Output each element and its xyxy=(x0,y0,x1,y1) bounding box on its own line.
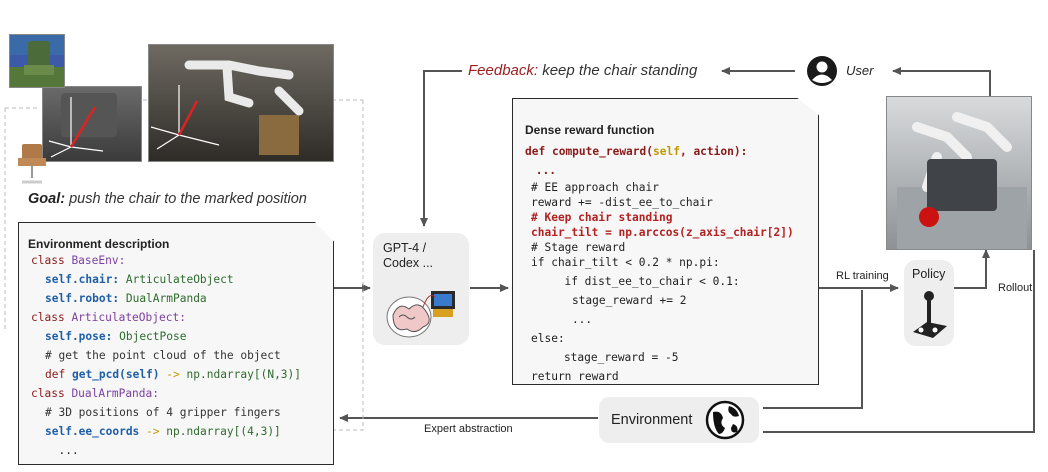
code-line: stage_reward += 2 xyxy=(545,294,687,307)
rollout-to-user-arrow xyxy=(892,67,991,96)
policy-label: Policy xyxy=(912,267,946,281)
code-line: ... xyxy=(45,444,79,457)
llm-label-line2: Codex ... xyxy=(383,256,434,270)
user-icon xyxy=(807,56,837,86)
axes-diagram xyxy=(48,93,117,158)
chair-icon xyxy=(18,144,46,184)
rl-training-label: RL training xyxy=(836,270,889,282)
llm-label-line1: GPT-4 / xyxy=(383,241,427,255)
rollout-scene-image xyxy=(886,96,1032,250)
env-description-box: Environment description class BaseEnv: s… xyxy=(18,222,334,465)
llm-box: GPT-4 / Codex ... xyxy=(373,233,469,345)
code-line: if chair_tilt < 0.2 * np.pi: xyxy=(531,256,720,269)
environment-label: Environment xyxy=(611,412,693,428)
policy-to-rollout-arrow xyxy=(953,249,990,289)
joystick-icon xyxy=(913,291,947,338)
rollout-label: Rollout xyxy=(998,282,1033,294)
goal-description: push the chair to the marked position xyxy=(69,191,307,207)
globe-icon xyxy=(705,400,745,440)
code-line: # EE approach chair xyxy=(531,181,659,194)
code-line: self.chair: ArticulateObject xyxy=(45,273,234,286)
policy-box: Policy xyxy=(904,260,954,346)
code-line: # get the point cloud of the object xyxy=(45,349,281,362)
code-line: else: xyxy=(531,332,565,345)
code-line: ... xyxy=(545,313,593,326)
goal-prefix: Goal: xyxy=(28,191,66,207)
brain-computer-icon xyxy=(386,291,455,338)
code-line: self.pose: ObjectPose xyxy=(45,330,187,343)
code-line: def get_pcd(self) -> np.ndarray[(N,3)] xyxy=(45,368,302,381)
env-description-title: Environment description xyxy=(28,237,170,251)
reward-signature: def compute_reward(self, action): xyxy=(525,145,748,158)
code-line: ... xyxy=(529,164,556,177)
reward-title: Dense reward function xyxy=(525,123,655,137)
code-line: return reward xyxy=(531,370,619,383)
reward-function-box: Dense reward function def compute_reward… xyxy=(512,98,819,385)
code-line: self.ee_coords -> np.ndarray[(4,3)] xyxy=(45,425,281,438)
code-line: # 3D positions of 4 gripper fingers xyxy=(45,406,281,419)
rollout-to-environment-line xyxy=(763,250,1035,433)
feedback-to-llm-arrow xyxy=(420,70,462,227)
robot-scene-image xyxy=(148,44,334,162)
code-line: # Keep chair standing xyxy=(531,211,673,224)
code-line: chair_tilt = np.arccos(z_axis_chair[2]) xyxy=(531,226,794,239)
code-line: if dist_ee_to_chair < 0.1: xyxy=(551,275,740,288)
expert-abstraction-label: Expert abstraction xyxy=(424,423,513,435)
chair-scene-image xyxy=(42,86,142,162)
environment-box: Environment xyxy=(599,397,759,443)
user-label: User xyxy=(846,63,874,78)
feedback-text: Feedback: keep the chair standing xyxy=(468,62,697,79)
goal-text: Goal: push the chair to the marked posit… xyxy=(28,191,307,207)
code-line: class ArticulateObject: xyxy=(31,311,186,324)
code-line: self.robot: DualArmPanda xyxy=(45,292,207,305)
feedback-description: keep the chair standing xyxy=(542,62,698,79)
code-line: reward += -dist_ee_to_chair xyxy=(531,196,713,209)
code-line: # Stage reward xyxy=(531,241,626,254)
code-line: stage_reward = -5 xyxy=(537,351,679,364)
chair-3d-thumbnail xyxy=(9,34,65,88)
feedback-prefix: Feedback: xyxy=(468,62,539,79)
environment-to-rl-line xyxy=(763,290,863,409)
code-line: class BaseEnv: xyxy=(31,254,126,267)
code-line: class DualArmPanda: xyxy=(31,387,159,400)
